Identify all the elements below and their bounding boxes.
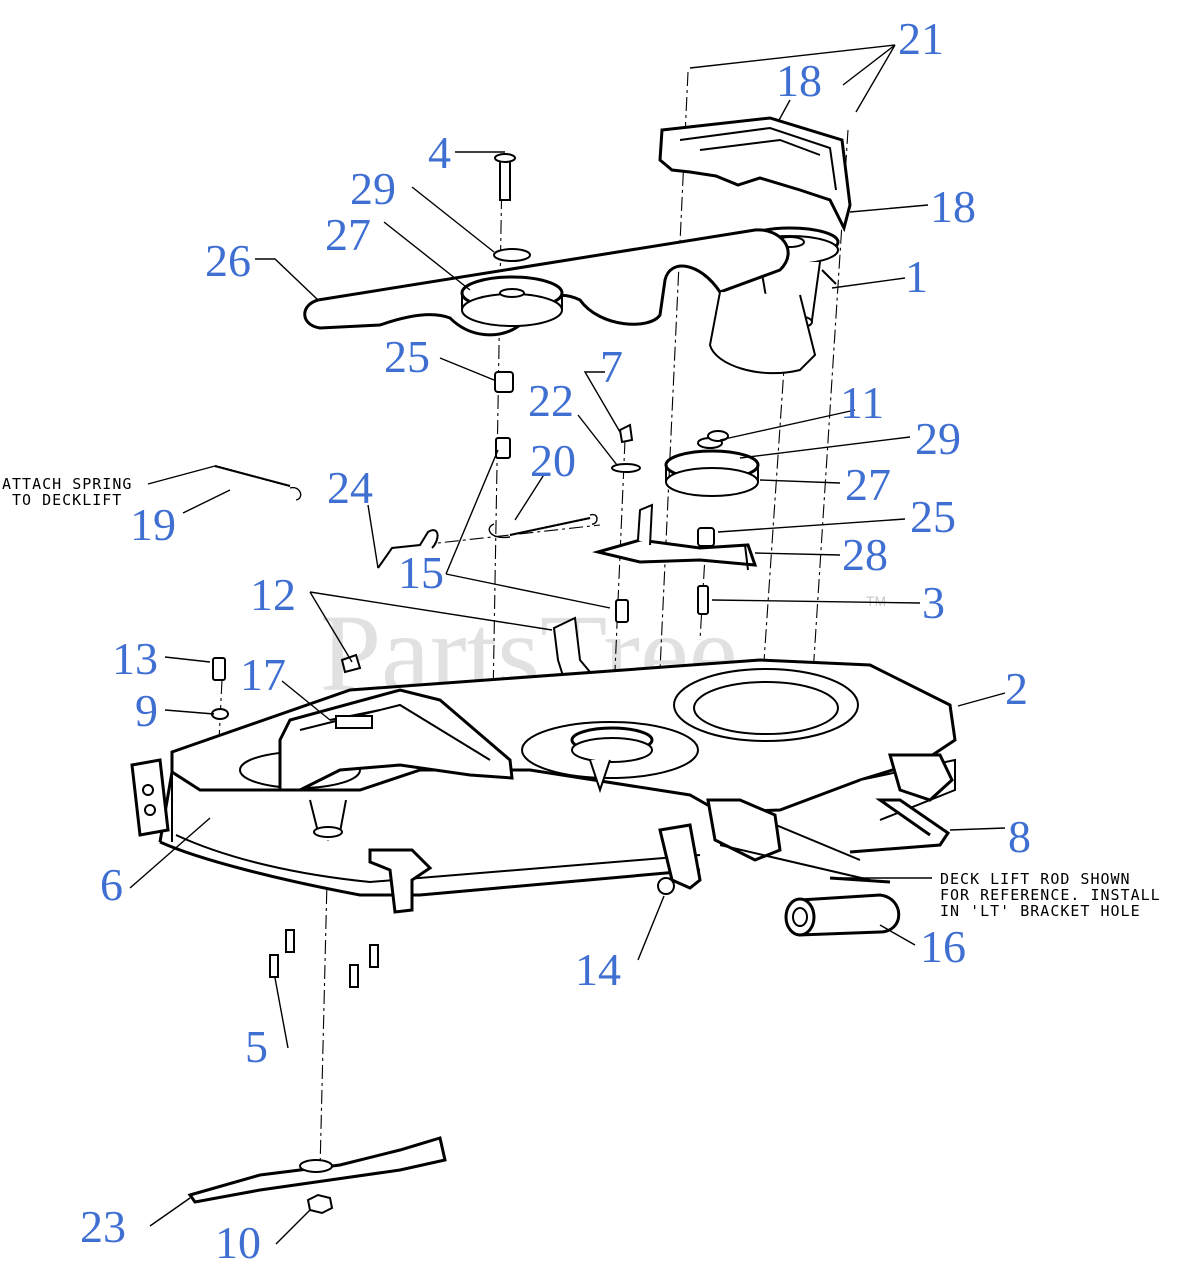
callout-19: 19 — [130, 499, 176, 550]
callout-4: 4 — [428, 127, 451, 178]
callout-17: 17 — [240, 649, 286, 700]
callout-29-left: 29 — [350, 163, 396, 214]
spindle-left — [309, 799, 347, 838]
callout-27-right: 27 — [845, 459, 891, 510]
leader-lines — [129, 44, 1006, 1245]
spring-note: ATTACH SPRING TO DECKLIFT — [2, 475, 132, 509]
callout-15: 15 — [398, 547, 444, 598]
callout-28: 28 — [842, 529, 888, 580]
callout-5: 5 — [245, 1021, 268, 1072]
callout-16: 16 — [920, 921, 966, 972]
callout-21: 21 — [898, 13, 944, 64]
rod-note-line2: FOR REFERENCE. INSTALL — [940, 886, 1161, 904]
callout-8: 8 — [1008, 811, 1031, 862]
callout-27-left: 27 — [325, 209, 371, 260]
callout-20: 20 — [530, 435, 576, 486]
callout-9: 9 — [135, 685, 158, 736]
callout-10: 10 — [215, 1217, 261, 1268]
rod-note: DECK LIFT ROD SHOWN FOR REFERENCE. INSTA… — [940, 870, 1161, 920]
callout-14: 14 — [575, 944, 621, 995]
callout-23: 23 — [80, 1201, 126, 1252]
callout-2: 2 — [1005, 663, 1028, 714]
spindle-center — [570, 726, 654, 794]
springs-and-rod — [214, 465, 598, 569]
callout-25-right: 25 — [910, 491, 956, 542]
callout-25-left: 25 — [384, 331, 430, 382]
callout-11: 11 — [840, 377, 884, 428]
callout-29-right: 29 — [915, 413, 961, 464]
callout-6: 6 — [100, 859, 123, 910]
callout-18-side: 18 — [930, 181, 976, 232]
callout-12: 12 — [250, 569, 296, 620]
callout-13: 13 — [112, 633, 158, 684]
blade — [187, 1136, 447, 1215]
callout-22: 22 — [528, 375, 574, 426]
belt-cover-left — [278, 688, 514, 792]
rod-note-line1: DECK LIFT ROD SHOWN — [940, 870, 1131, 888]
bolts-and-nuts — [269, 877, 675, 988]
callout-3: 3 — [922, 577, 945, 628]
drive-belt — [303, 228, 817, 375]
rod-note-line3: IN 'LT' BRACKET HOLE — [940, 902, 1141, 920]
lift-rod-and-roller — [719, 798, 951, 937]
callout-24: 24 — [327, 462, 373, 513]
callout-labels: 21 18 18 1 4 29 27 26 25 7 22 11 29 20 2… — [80, 13, 1031, 1268]
callout-26: 26 — [205, 235, 251, 286]
spring-note-line1: ATTACH SPRING — [2, 475, 132, 493]
idler-pulley-left — [460, 153, 564, 459]
watermark-trademark: TM — [866, 593, 886, 609]
callout-18-top: 18 — [776, 55, 822, 106]
callout-1: 1 — [905, 251, 928, 302]
spring-note-line2: TO DECKLIFT — [12, 491, 122, 509]
deck-brackets — [130, 753, 954, 914]
callout-7: 7 — [600, 341, 623, 392]
idler-arm-bracket — [592, 423, 758, 615]
belt-cover-right — [658, 116, 852, 233]
